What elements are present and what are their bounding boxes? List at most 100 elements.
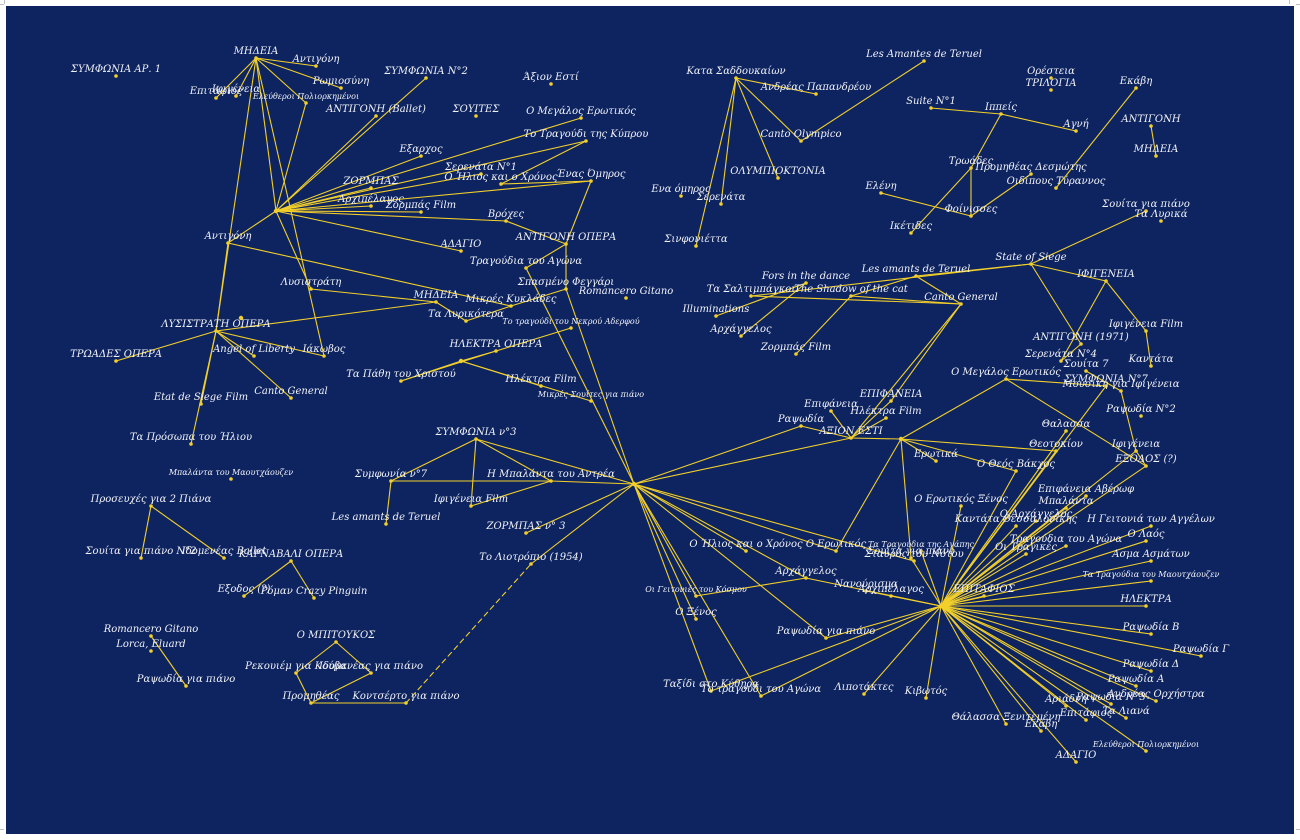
node-label-n89[interactable]: State of Siege: [995, 252, 1066, 263]
node-label-n6[interactable]: ΑΝΤΙΓΟΝΗ (Ballet): [325, 104, 426, 115]
node-label-n111[interactable]: Ραψωδία Ν°2: [1105, 404, 1175, 415]
node-label-n119[interactable]: Οι Τραγικές: [995, 542, 1057, 553]
node-label-n114[interactable]: Αρχάγγελος: [774, 566, 837, 577]
node-label-n31[interactable]: Τα Πάθη του Χριστού: [346, 369, 455, 380]
node-label-n121[interactable]: Το τραγούδι του Αγώνα: [701, 684, 821, 695]
node-label-n99[interactable]: Επιφάνεια: [803, 399, 858, 410]
node-label-n43[interactable]: Τα Πρόσωπα του Ήλιου: [130, 432, 252, 443]
node-label-n88[interactable]: Τα Λυρικά: [1134, 209, 1187, 220]
node-label-n9[interactable]: Ο Μεγάλος Ερωτικός: [526, 106, 636, 117]
node-label-n156[interactable]: Αριάδνη: [1044, 694, 1087, 705]
node-label-n96[interactable]: Ζορμπάς Film: [760, 342, 831, 353]
node-label-n60[interactable]: Ραψωδία για πιάνο: [136, 674, 236, 685]
node-label-n49[interactable]: Η Μπαλάντα του Αντρέα: [486, 469, 615, 480]
node-label-n67[interactable]: Les Amantes de Teruel: [865, 49, 982, 60]
node-label-n77[interactable]: Ιππείς: [984, 102, 1017, 113]
node-label-n79[interactable]: Προμηθέας Δεσμώτης: [974, 162, 1087, 173]
node-label-n76[interactable]: Σερενάτα: [696, 192, 746, 203]
node-label-n7[interactable]: ΣΟΥΙΤΕΣ: [452, 104, 501, 115]
node-label-n149[interactable]: Οι Γειτονιές του Κόσμου: [645, 585, 747, 594]
node-label-n152[interactable]: Μουσική για Ιφιγένεια: [1062, 379, 1180, 390]
node-label-n35[interactable]: ΛΥΣΙΣΤΡΑΤΗ ΟΠΕΡΑ: [160, 319, 270, 330]
node-label-n92[interactable]: Les amants de Teruel: [861, 264, 971, 275]
node-label-n151[interactable]: Σουίτα 7: [1063, 359, 1110, 370]
node-label-n58[interactable]: Romancero Gitano: [103, 624, 199, 635]
node-label-n155[interactable]: Ιφιγένεια: [1111, 439, 1161, 450]
node-label-n56[interactable]: Εξοδος (?): [217, 584, 271, 595]
node-label-n120[interactable]: Ταξίδι στο Κύθηρα: [663, 679, 759, 690]
node-label-n42[interactable]: Canto General: [254, 386, 327, 397]
node-label-n153[interactable]: Ο Μεγάλος Ερωτικός: [951, 367, 1061, 378]
node-label-n46[interactable]: Συμφωνία ν°7: [354, 469, 428, 480]
node-label-n158[interactable]: Τραγούδια του Αγώνα: [1010, 534, 1122, 545]
node-label-n23[interactable]: Τραγούδια του Αγώνα: [470, 256, 582, 267]
node-label-n15[interactable]: Ζορμπάς Film: [385, 200, 456, 211]
node-label-n68[interactable]: Suite N°1: [906, 96, 956, 107]
node-label-n140[interactable]: Ο Λαός: [1128, 529, 1165, 540]
node-label-n19[interactable]: Ένας Όμηρος: [557, 169, 626, 180]
node-label-n39[interactable]: Ιάκωβος: [302, 344, 346, 355]
node-label-n75[interactable]: Σινφονιέττα: [663, 234, 728, 245]
node-label-n22[interactable]: ΑΔΑΓΙΟ: [440, 239, 482, 250]
node-label-n160[interactable]: Ενα όμηρος: [650, 184, 711, 195]
node-label-n27[interactable]: Μικρές Κυκλάδες: [465, 294, 557, 305]
node-label-n136[interactable]: Τα Λιανά: [1102, 706, 1150, 717]
node-label-n5[interactable]: ΣΥΜΦΩΝΙΑ Ν°2: [383, 66, 468, 77]
node-label-n128[interactable]: ΑΔΑΓΙΟ: [1055, 750, 1097, 761]
node-label-n91[interactable]: The Shadow of the cat: [794, 284, 909, 295]
node-label-n44[interactable]: Μπαλάντα του Μαουτχάουζεν: [168, 468, 293, 477]
node-label-n62[interactable]: Ρεκουιέμ για Κούβα: [244, 661, 347, 672]
node-label-n110[interactable]: Θεοτοκίον: [1029, 439, 1083, 450]
node-label-n30[interactable]: Το τραγούδι του Νεκρού Αδερφού: [502, 317, 639, 326]
node-label-n125[interactable]: Εκάβη: [1024, 719, 1057, 730]
node-label-n142[interactable]: Τα Τραγούδια του Μαουτχάουζεν: [1083, 570, 1220, 579]
node-label-n1[interactable]: ΣΥΜΦΩΝΙΑ ΑΡ. 1: [70, 64, 161, 75]
node-label-n11[interactable]: Επιτάφιος: [189, 86, 243, 97]
node-label-n3[interactable]: Ρωμιοσύνη: [312, 76, 369, 87]
node-label-n90[interactable]: Fors in the dance: [761, 271, 850, 282]
node-label-n122[interactable]: Λιποτάκτες: [833, 682, 893, 693]
node-label-n48[interactable]: Les amants de Teruel: [331, 512, 441, 523]
node-label-n73[interactable]: Canto Olympico: [760, 129, 841, 140]
node-label-n109[interactable]: ΕΞΟΔΟΣ (?): [1114, 454, 1176, 465]
node-label-n107[interactable]: Καντάτα: [1128, 354, 1174, 365]
node-label-n8[interactable]: Άξιον Εστί: [522, 72, 580, 83]
node-label-n72[interactable]: Ανδρέας Παπανδρέου: [760, 82, 871, 93]
node-label-n4[interactable]: Αντιγόνη: [292, 54, 340, 65]
node-label-n53[interactable]: Σουίτα για πιάνο Ν°2: [84, 546, 196, 557]
node-label-n57[interactable]: Ρόμαν Crazy Pinguin: [260, 586, 368, 597]
node-label-n93[interactable]: Τα Σαλτιμπάγκοι: [707, 284, 796, 295]
node-label-n87[interactable]: Σουίτα για πιάνο: [1101, 199, 1190, 210]
node-label-n78[interactable]: Τρωάδες: [949, 156, 994, 167]
node-label-n134[interactable]: Ραψωδία Α: [1107, 674, 1165, 685]
node-label-n16[interactable]: Εξαρχος: [398, 144, 443, 155]
node-label-n133[interactable]: Ραψωδία Δ: [1122, 659, 1180, 670]
node-label-n18[interactable]: Ο Ήλιος και ο Χρόνος: [444, 172, 558, 183]
node-label-n25[interactable]: Romancero Gitano: [578, 286, 674, 297]
node-label-n130[interactable]: Ραψωδία για πιάνο: [776, 626, 876, 637]
node-label-n63[interactable]: Ιδομενέας για πιάνο: [318, 661, 423, 672]
node-label-n105[interactable]: ΑΝΤΙΓΟΝΗ (1971): [1032, 332, 1129, 343]
node-label-n69[interactable]: Ορέστεια: [1027, 66, 1075, 77]
node-label-n70[interactable]: ΤΡΙΛΟΓΙΑ: [1026, 78, 1077, 89]
node-label-n113[interactable]: Ο Θεός Βάκχος: [977, 459, 1055, 470]
node-label-n17[interactable]: Σερενάτα Ν°1: [444, 162, 517, 173]
node-label-n98[interactable]: ΑΞΙΟΝ ΕΣΤΙ: [818, 426, 883, 437]
node-label-n143[interactable]: ΗΛΕΚΤΡΑ: [1119, 594, 1171, 605]
node-label-n36[interactable]: ΤΡΩΑΔΕΣ ΟΠΕΡΑ: [70, 349, 162, 360]
node-label-n80[interactable]: Αγνή: [1062, 119, 1088, 130]
node-label-n101[interactable]: ΕΠΙΦΑΝΕΙΑ: [859, 389, 923, 400]
node-label-n157[interactable]: Ο Αρχάγγελος: [1000, 509, 1073, 520]
node-label-n14[interactable]: Αρχιπέλαγος: [337, 194, 404, 205]
node-label-n131[interactable]: Ραψωδία Β: [1122, 622, 1180, 633]
node-label-n129[interactable]: Αρχιπέλαγος: [857, 584, 924, 595]
node-label-n54[interactable]: Ιδομενέας Ballet: [181, 546, 267, 557]
node-label-n83[interactable]: Ικέτιδες: [889, 221, 933, 232]
node-label-n123[interactable]: Κιβωτός: [904, 686, 948, 697]
node-label-n147[interactable]: Επιφάνεια Αβέρωφ: [1037, 484, 1134, 495]
node-label-n32[interactable]: Ηλέκτρα Film: [504, 374, 576, 385]
node-label-n132[interactable]: Ραψωδία Γ: [1172, 644, 1230, 655]
node-label-n85[interactable]: Φοίνισσες: [945, 204, 998, 215]
node-label-n45[interactable]: ΣΥΜΦΩΝΙΑ ν°3: [435, 427, 517, 438]
node-label-n34[interactable]: Λυσιστράτη: [280, 277, 342, 288]
